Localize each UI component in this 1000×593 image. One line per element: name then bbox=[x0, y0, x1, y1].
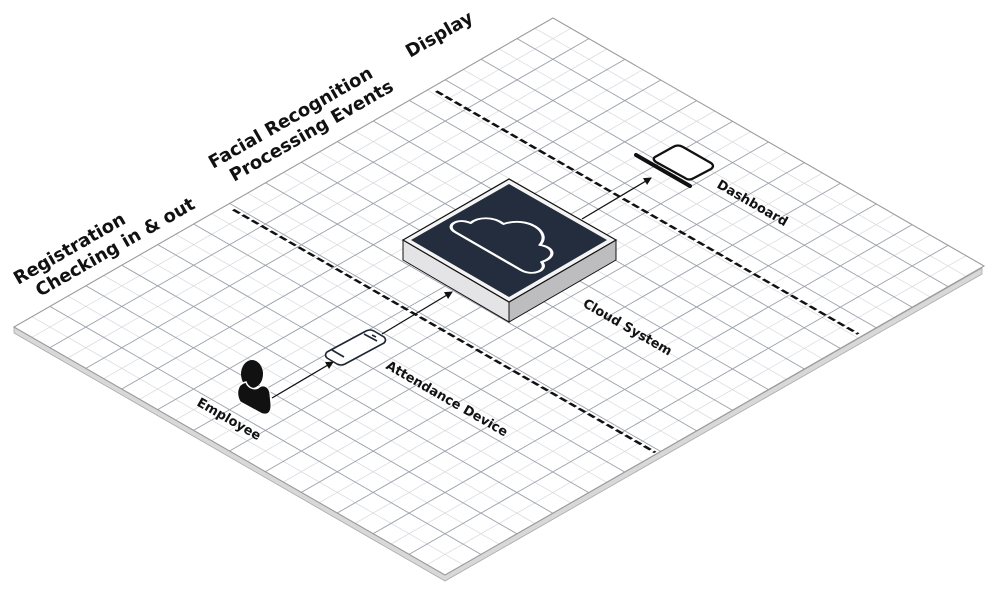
arrow-device-to-cloud bbox=[381, 291, 453, 335]
grid-line bbox=[336, 203, 877, 514]
grid-line bbox=[121, 79, 662, 390]
zone-display: Display bbox=[402, 7, 477, 62]
person-icon bbox=[236, 360, 272, 416]
grid-line bbox=[426, 255, 967, 565]
laptop-icon bbox=[634, 144, 715, 188]
grid-line bbox=[283, 172, 823, 483]
grid-line bbox=[103, 69, 644, 379]
grid-line bbox=[390, 234, 931, 545]
grid-line bbox=[372, 224, 913, 534]
grid-line bbox=[408, 245, 949, 555]
grid-line bbox=[354, 214, 895, 524]
grid-line bbox=[49, 38, 590, 348]
box-face bbox=[411, 184, 607, 297]
zone-title: Display bbox=[402, 7, 477, 62]
zone-divider-2 bbox=[434, 90, 860, 335]
grid-line bbox=[31, 28, 572, 338]
cloud-icon bbox=[449, 217, 554, 274]
arrow-employee-to-device bbox=[271, 361, 334, 399]
zone-divider-1 bbox=[231, 208, 657, 454]
mobile-phone-icon bbox=[324, 329, 387, 366]
grid-line bbox=[264, 162, 805, 472]
grid-line bbox=[85, 59, 626, 369]
arrow-cloud-to-dashboard bbox=[581, 177, 652, 220]
grid-line bbox=[318, 193, 859, 503]
grid-line bbox=[300, 183, 841, 493]
cloud-system-node[interactable]: Cloud System bbox=[401, 178, 674, 359]
grid-line bbox=[67, 48, 608, 359]
